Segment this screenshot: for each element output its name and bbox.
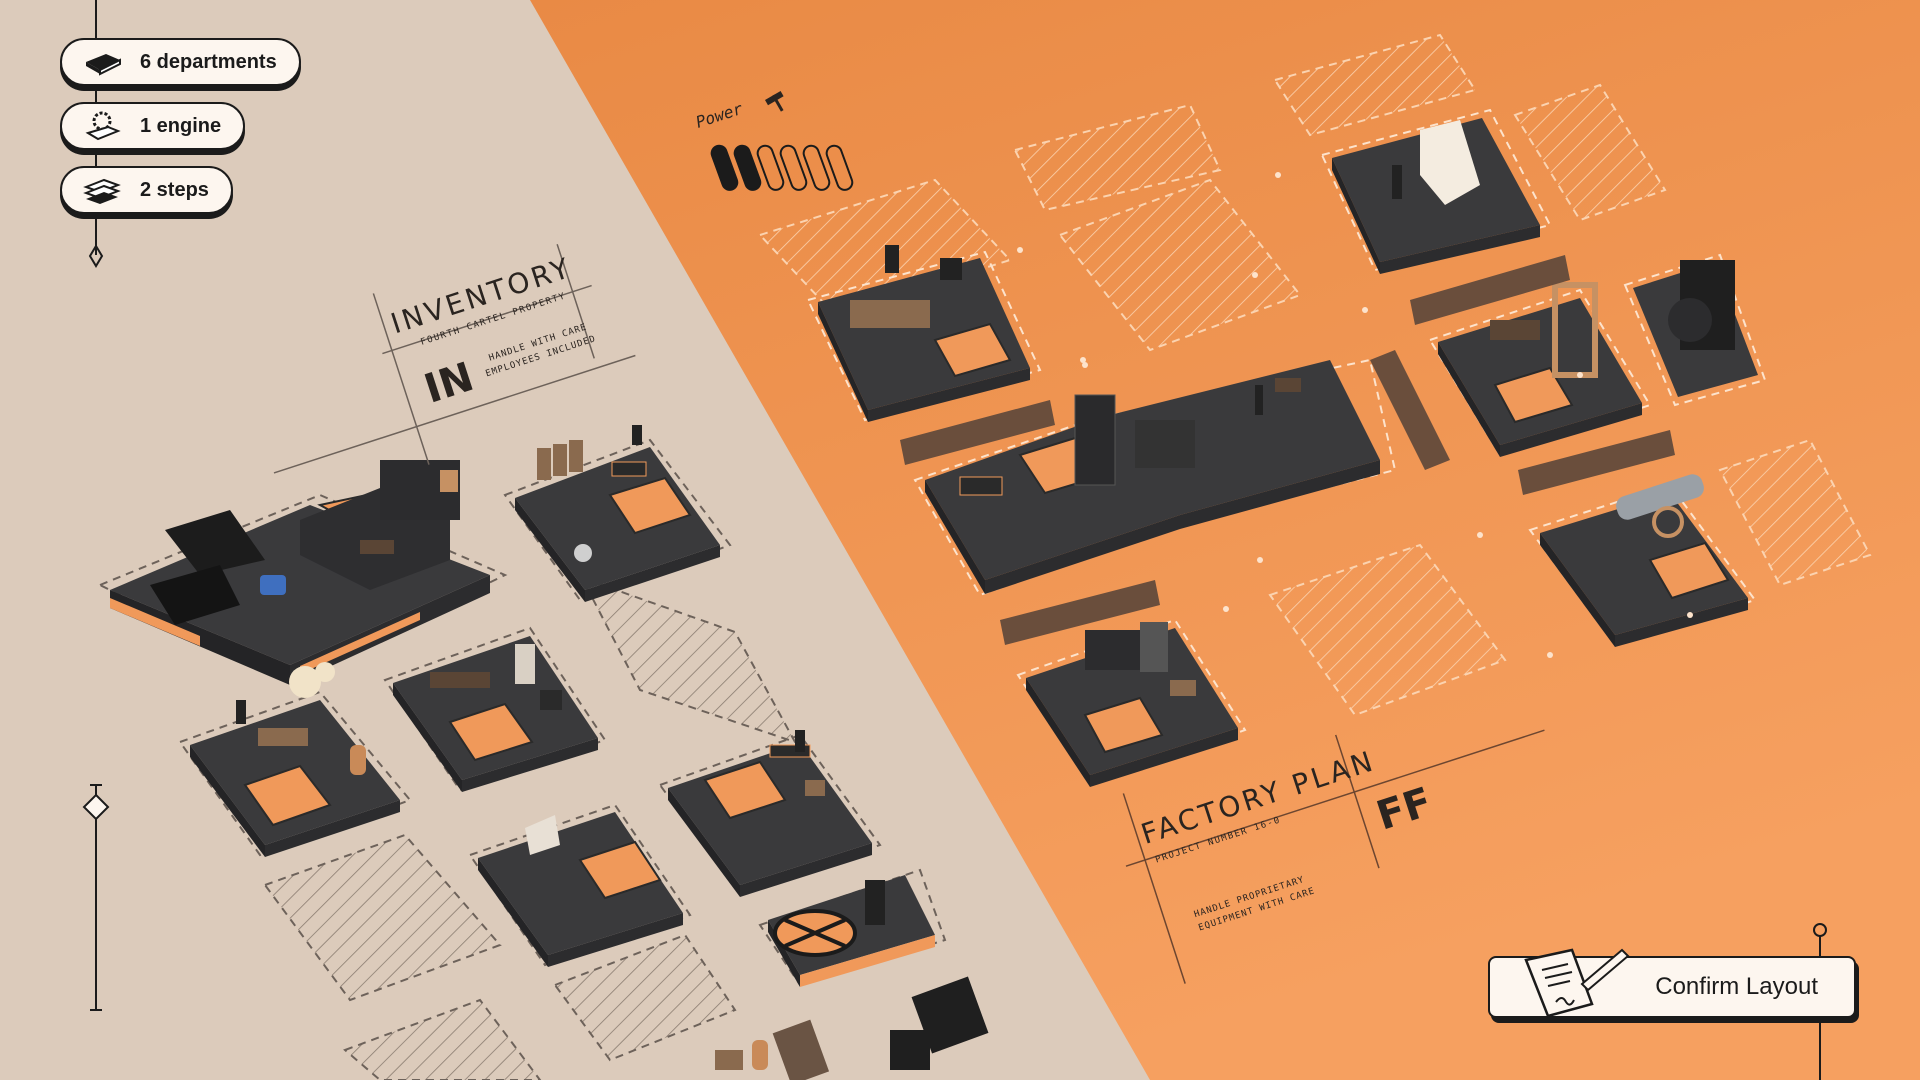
inventory-loose-furniture[interactable]: [715, 976, 989, 1080]
inventory-room-tile-kitchen[interactable]: [658, 730, 882, 897]
factory-empty-slot[interactable]: [1273, 33, 1477, 137]
timeline-end-marker: [88, 244, 104, 268]
inventory-room-tile-lounge[interactable]: [178, 662, 412, 857]
engine-gear-icon: [82, 111, 126, 141]
factory-room-tile-vault[interactable]: [1320, 108, 1552, 274]
inventory-monogram: IN: [419, 354, 479, 413]
factory-empty-slot[interactable]: [1513, 83, 1667, 222]
steps-count-pill: 2 steps: [60, 166, 233, 214]
stairs-steps-icon: [82, 175, 126, 205]
power-bar-empty: [825, 144, 854, 191]
power-bar-filled: [733, 144, 762, 191]
engine-count-pill: 1 engine: [60, 102, 246, 150]
power-bar-empty: [756, 144, 785, 191]
factory-room-tile-carpentry[interactable]: [1428, 282, 1652, 457]
wooden-bridge: [900, 255, 1675, 645]
inventory-empty-slot[interactable]: [579, 576, 798, 744]
signed-contract-icon: [1512, 944, 1632, 1024]
departments-count-pill: 6 departments: [60, 38, 301, 86]
inventory-room-tile-workshop[interactable]: [383, 626, 607, 792]
factory-empty-slot[interactable]: [1268, 543, 1507, 717]
inventory-room-tile-office[interactable]: [97, 460, 508, 685]
factory-empty-slot[interactable]: [1718, 438, 1872, 587]
power-bars: [710, 144, 854, 191]
factory-room-tile-engine-room[interactable]: [1623, 253, 1767, 407]
engine-count-label: 1 engine: [140, 114, 222, 137]
inventory-empty-slot[interactable]: [263, 833, 502, 1002]
inventory-room-tile-lab[interactable]: [468, 803, 692, 967]
inventory-room-tile-storage[interactable]: [503, 425, 732, 602]
factory-room-tile-reception[interactable]: [806, 245, 1042, 422]
hammer-icon: [765, 91, 784, 112]
power-bar-empty: [779, 144, 808, 191]
factory-room-tile-cannon[interactable]: [1528, 472, 1757, 647]
timeline-slider-handle[interactable]: [82, 793, 110, 821]
book-stack-icon: [82, 47, 126, 77]
departments-count-label: 6 departments: [140, 50, 277, 73]
factory-room-tile-main-hall[interactable]: [913, 358, 1397, 597]
inventory-empty-slot[interactable]: [343, 998, 542, 1080]
confirm-layout-button[interactable]: Confirm Layout: [1488, 948, 1856, 1018]
grid-markers: [1017, 172, 1693, 658]
confirm-layout-label: Confirm Layout: [1655, 973, 1818, 1000]
factory-room-tile-laundry[interactable]: [1016, 618, 1247, 787]
inventory-room-tile-engine[interactable]: [758, 868, 947, 987]
inventory-empty-slot[interactable]: [553, 933, 737, 1062]
factory-empty-slot[interactable]: [1058, 178, 1302, 352]
power-bar-empty: [802, 144, 831, 191]
factory-empty-slot[interactable]: [1013, 103, 1222, 212]
steps-count-label: 2 steps: [140, 178, 209, 201]
power-bar-filled: [710, 144, 739, 191]
